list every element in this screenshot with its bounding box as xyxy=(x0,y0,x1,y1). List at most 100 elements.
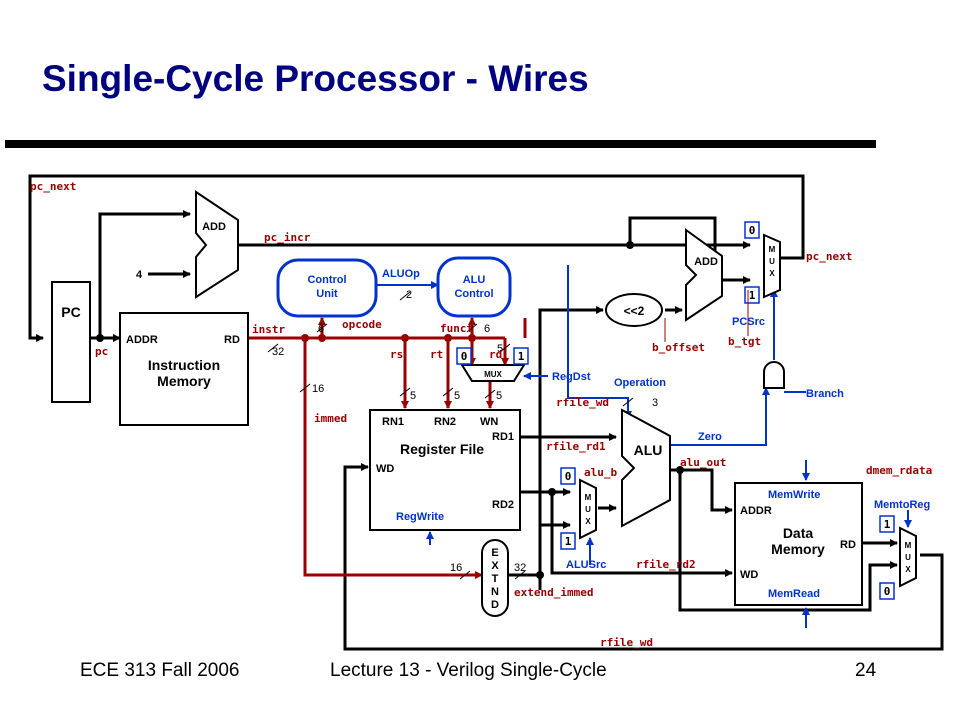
width-rd: 5 xyxy=(497,343,503,355)
control-pcsrc: PCSrc xyxy=(732,316,765,328)
width-funct: 6 xyxy=(484,323,490,335)
net-pc: pc xyxy=(95,345,108,358)
shift-label: <<2 xyxy=(624,304,645,318)
data-memory: MemWrite ADDR RD WD Data Memory MemRead xyxy=(734,482,863,606)
net-labels: pc_next pc_next pc_incr pc instr opcode … xyxy=(30,180,932,649)
alusrc-mux: M U X 0 1 xyxy=(560,467,597,550)
rf-rd1-label: RD1 xyxy=(492,431,514,443)
width-instr: 32 xyxy=(272,346,284,358)
net-rfile-rd2: rfile_rd2 xyxy=(636,558,696,571)
control-wires xyxy=(376,265,912,628)
control-aluop: ALUOp xyxy=(382,268,420,280)
pc-adder-label: ADD xyxy=(202,221,226,233)
alu-control: ALU Control xyxy=(436,256,512,318)
net-opcode: opcode xyxy=(342,318,382,331)
net-b-offset: b_offset xyxy=(652,341,705,354)
pc-mux-input-0: 0 xyxy=(749,224,756,237)
net-alu-b: alu_b xyxy=(584,466,617,479)
net-pc-incr: pc_incr xyxy=(264,231,311,244)
constant-four: 4 xyxy=(136,269,143,281)
regdst-mux: MUX 0 1 xyxy=(456,347,529,382)
bus-width-slashes xyxy=(267,291,634,580)
control-regdst: RegDst xyxy=(552,371,591,383)
memtoreg-mux-letter-u: U xyxy=(905,553,911,562)
branch-adder: ADD xyxy=(685,228,723,322)
alusrc-mux-letter-m: M xyxy=(585,493,592,502)
regdst-mux-input-1: 1 xyxy=(518,350,525,363)
rf-wd-label: WD xyxy=(376,463,394,475)
pc-mux-input-1: 1 xyxy=(749,289,756,302)
memtoreg-mux: M U X 1 0 xyxy=(879,515,917,600)
control-alusrc: ALUSrc xyxy=(566,559,606,571)
rf-rd2-label: RD2 xyxy=(492,499,514,511)
slide-title: Single-Cycle Processor - Wires xyxy=(42,58,589,99)
alusrc-mux-letter-x: X xyxy=(585,517,591,526)
width-operation: 3 xyxy=(652,397,658,409)
alu-control-line2: Control xyxy=(454,288,493,300)
regdst-mux-label: MUX xyxy=(484,370,502,379)
width-immed: 16 xyxy=(312,383,324,395)
control-operation: Operation xyxy=(614,377,666,389)
net-rs: rs xyxy=(390,348,403,361)
net-label-leaders xyxy=(664,290,749,342)
imem-title-line1: Instruction xyxy=(148,357,220,373)
dm-addr-label: ADDR xyxy=(740,505,772,517)
alusrc-mux-input-0: 0 xyxy=(565,470,572,483)
width-ext-out: 32 xyxy=(514,562,526,574)
rf-rn2-label: RN2 xyxy=(434,416,456,428)
net-b-tgt: b_tgt xyxy=(728,335,761,348)
rf-rn1-label: RN1 xyxy=(382,416,404,428)
pc-label: PC xyxy=(61,304,80,320)
control-memtoreg: MemtoReg xyxy=(874,499,930,511)
memtoreg-mux-letter-x: X xyxy=(905,565,911,574)
net-pc-next-right: pc_next xyxy=(806,250,852,263)
imem-title-line2: Memory xyxy=(157,373,211,389)
width-rt2: 5 xyxy=(496,390,502,402)
net-funct: funct xyxy=(440,322,473,335)
dm-rd-label: RD xyxy=(840,539,856,551)
width-rt: 5 xyxy=(454,390,460,402)
width-ext-in: 16 xyxy=(450,562,462,574)
bus-width-labels: 6 2 6 32 16 5 5 5 5 3 16 32 xyxy=(272,289,658,574)
imem-rd-label: RD xyxy=(224,334,240,346)
control-branch: Branch xyxy=(806,388,844,400)
extend-letter-x: X xyxy=(491,560,499,572)
control-unit-line2: Unit xyxy=(316,288,338,300)
dm-wd-label: WD xyxy=(740,569,758,581)
branch-adder-label: ADD xyxy=(694,256,718,268)
pc-mux: M U X 0 1 xyxy=(744,221,781,304)
net-rd: rd xyxy=(489,348,502,361)
sign-extend: E X T N D xyxy=(481,539,509,617)
width-rs: 5 xyxy=(410,390,416,402)
net-rfile-wd-top: rfile_wd xyxy=(556,396,609,409)
wire-junctions xyxy=(96,241,684,579)
extend-letter-t: T xyxy=(492,573,499,585)
memtoreg-mux-letter-m: M xyxy=(905,541,912,550)
net-rt: rt xyxy=(430,348,443,361)
dm-title-line2: Memory xyxy=(771,541,825,557)
pc-register: PC xyxy=(51,281,91,403)
net-immed: immed xyxy=(314,412,347,425)
alusrc-mux-input-1: 1 xyxy=(565,535,572,548)
footer-course: ECE 313 Fall 2006 xyxy=(80,660,240,681)
footer-page-number: 24 xyxy=(855,660,877,681)
extend-letter-n: N xyxy=(491,586,499,598)
control-unit: Control Unit xyxy=(276,258,378,318)
pc-adder: ADD xyxy=(195,190,239,299)
control-zero: Zero xyxy=(698,431,722,443)
memtoreg-mux-input-0: 0 xyxy=(884,585,891,598)
pc-mux-letter-m: M xyxy=(769,245,776,254)
branch-and-gate xyxy=(763,361,785,389)
instruction-memory: ADDR RD Instruction Memory xyxy=(119,312,249,426)
alu: ALU xyxy=(621,408,671,528)
control-unit-line1: Control xyxy=(307,274,346,286)
pc-mux-letter-x: X xyxy=(769,269,775,278)
register-file: RN1 RN2 WN RD1 RD2 WD Register File RegW… xyxy=(369,409,521,531)
rf-title: Register File xyxy=(400,441,484,457)
regdst-mux-input-0: 0 xyxy=(461,350,468,363)
extend-letter-d: D xyxy=(491,599,499,611)
alusrc-mux-letter-u: U xyxy=(585,505,591,514)
net-alu-out: alu_out xyxy=(680,456,726,469)
rf-wn-label: WN xyxy=(480,416,498,428)
